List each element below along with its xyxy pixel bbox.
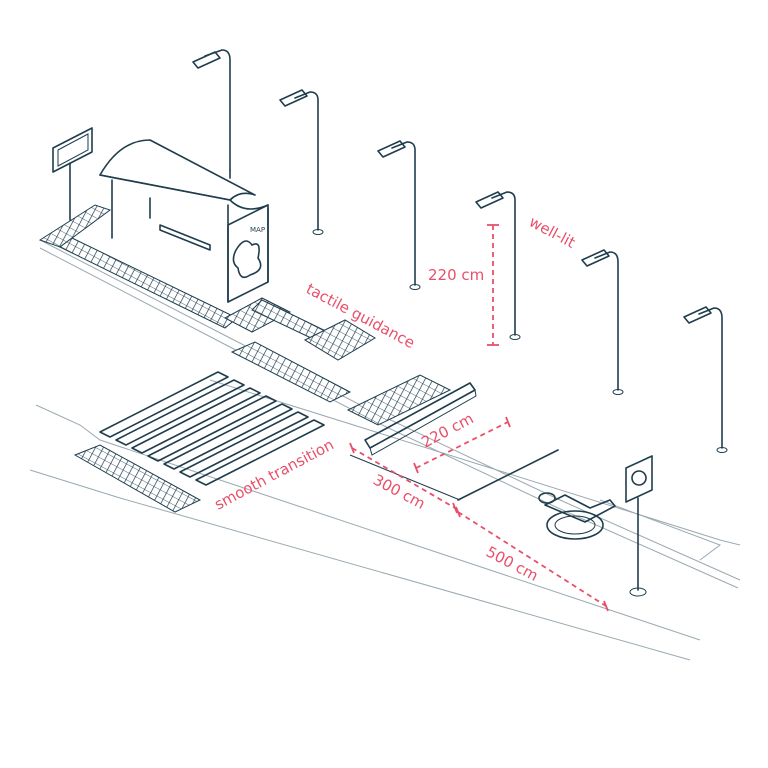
street-lamp-icon [377, 140, 421, 290]
information-board-icon [52, 127, 93, 221]
crosswalk [99, 371, 325, 486]
street-lamp-icon [581, 249, 624, 395]
street-lamps [192, 49, 728, 453]
wheelchair-symbol-icon [538, 492, 616, 540]
road-edges [29, 239, 741, 661]
street-lamp-icon [279, 89, 324, 235]
well-lit-label: well-lit [526, 213, 578, 252]
accessible-parking-sign-icon [625, 455, 653, 597]
curb-ramp [364, 382, 477, 456]
street-lamp-icon [192, 49, 231, 179]
tactile-paving [38, 204, 452, 513]
street-lamp-icon [475, 191, 521, 340]
lamp-height-label: 220 cm [428, 266, 484, 284]
street-lamp-icon [683, 306, 728, 453]
ramp-depth-label: 300 cm [370, 471, 428, 513]
map-label: MAP [250, 226, 265, 234]
bay-length-label: 500 cm [483, 543, 541, 585]
parking-bay [349, 449, 559, 501]
bus-shelter-icon: MAP [99, 139, 269, 303]
dimension-lines [349, 224, 609, 612]
